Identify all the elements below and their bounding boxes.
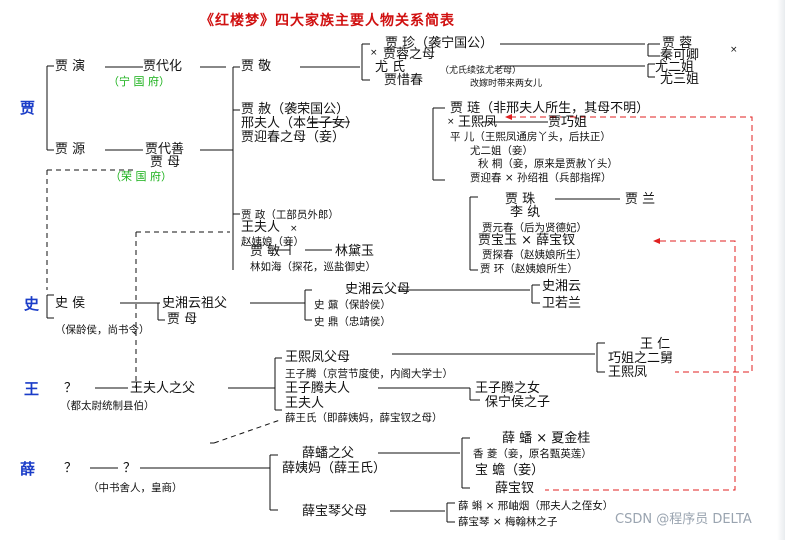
node-baoyu-baochai: 贾宝玉 × 薛宝钗 <box>478 233 576 248</box>
node-jia-yuanchun: 贾元春（后为贤德妃） <box>482 222 587 234</box>
node-xing-furen: 邢夫人（本生子女） <box>241 116 359 131</box>
node-jia-min: 贾 敏 <box>250 244 281 259</box>
node-you-shi: 尤 氏 <box>375 60 406 75</box>
node-baoning-son: 保宁侯之子 <box>485 395 551 410</box>
node-jia-yuan: 贾 源 <box>55 142 86 157</box>
marriage-mark: × <box>447 117 455 127</box>
node-xue-unknown-2: ？ <box>123 461 137 476</box>
node-jia-jing: 贾 敬 <box>241 59 272 74</box>
node-wang-furen-wang: 王夫人 <box>285 396 325 411</box>
node-shi-xiangyun: 史湘云 <box>542 279 582 294</box>
node-jia-mu: 贾 母 <box>150 155 181 170</box>
node-jia-yan: 贾 演 <box>55 59 86 74</box>
node-jia-lian: 贾 琏（非邢夫人所生，其母不明） <box>450 101 650 116</box>
node-wang-furen-father: 王夫人之父 <box>130 381 196 396</box>
node-xiang-ling: 香 菱（妾，原名甄英莲） <box>473 448 592 460</box>
node-xue-baochai: 薛宝钗 <box>495 481 535 496</box>
node-zhao-yiniang: 赵姨娘（妾） <box>241 236 304 248</box>
node-xue-yima: 薛姨妈（薛王氏） <box>282 461 387 476</box>
node-wang-furen: 王夫人 <box>241 220 281 235</box>
node-li-wan: 李 纨 <box>510 205 541 220</box>
node-wang-ziteng: 王子腾（京营节度使，内阁大学士） <box>285 368 453 380</box>
node-jia-qiaojie: 贾巧姐 <box>548 115 588 130</box>
marriage-mark: × <box>370 48 378 58</box>
watermark: CSDN @程序员 DELTA <box>615 512 752 527</box>
node-lin-daiyu: 林黛玉 <box>335 244 375 259</box>
node-jia-daihua: 贾代化 <box>143 59 183 74</box>
node-jia-xichun: 贾惜春 <box>384 73 424 88</box>
node-xiangyun-parents: 史湘云父母 <box>345 282 411 297</box>
node-shi-ding: 史 鼎（忠靖侯） <box>314 316 391 328</box>
clan-label-xue: 薛 <box>20 460 36 478</box>
node-jia-zhu: 贾 珠 <box>505 192 536 207</box>
node-jia-mu-shi: 贾 母 <box>167 312 198 327</box>
node-xue-unknown-1: ？ <box>64 461 78 476</box>
note-wang: （都太尉统制县伯） <box>60 400 155 412</box>
node-jia-lan: 贾 兰 <box>625 192 656 207</box>
node-xue-baoqin: 薛宝琴 × 梅翰林之子 <box>458 516 558 528</box>
node-qiaojie-uncle: 巧姐之二舅 <box>608 351 674 366</box>
node-wang-xifeng: 王熙凤 <box>458 115 498 130</box>
node-you-sanjie: 尤三姐 <box>660 72 700 87</box>
marriage-link-wangxifeng <box>510 116 753 373</box>
node-you-erjie-concubine: 尤二姐（妾） <box>470 145 533 157</box>
node-qiu-tong: 秋 桐（妾，原来是贾赦丫头） <box>478 158 618 170</box>
node-bao-chan: 宝 蟾（妾） <box>475 463 545 478</box>
node-shi-nai: 史 鼐（保龄侯） <box>314 299 391 311</box>
clan-label-wang: 王 <box>24 380 40 398</box>
node-xue-pan-father: 薛蟠之父 <box>302 446 355 461</box>
jia-root-bracket <box>46 65 54 151</box>
node-wang-xifeng-wang: 王熙凤 <box>608 365 648 380</box>
node-jia-daishan: 贾代善 <box>145 142 185 157</box>
note-xichun: 改嫁时带来两女儿 <box>470 79 543 89</box>
node-jia-rong: 贾 蓉 <box>662 36 693 51</box>
label-rongguo-fu: （荣 国 府） <box>110 170 172 183</box>
node-wang-ziteng-furen: 王子腾夫人 <box>285 381 351 396</box>
page-title: 《红楼梦》四大家族主要人物关系简表 <box>200 13 455 29</box>
node-wang-unknown: ？ <box>64 381 78 396</box>
node-yingchun-mother: 贾迎春之母（妾） <box>241 130 346 145</box>
node-xifeng-parents: 王熙凤父母 <box>285 350 351 365</box>
node-jia-rong-mother: 贾蓉之母 <box>383 47 436 62</box>
node-qin-keqing: 秦可卿 <box>660 48 700 63</box>
node-shi-hou: 史 侯 <box>55 296 86 311</box>
node-wang-ren: 王 仁 <box>640 337 671 352</box>
note-you-shi: （尤氏续弦尤老母） <box>440 66 522 76</box>
clan-label-shi: 史 <box>24 295 40 313</box>
node-baoqin-parents: 薛宝琴父母 <box>302 504 368 519</box>
note-xue: （中书舍人，皇商） <box>88 482 183 494</box>
node-ping-er: 平 儿（王熙凤通房丫头，后扶正） <box>450 131 611 143</box>
node-jia-zhen: 贾 珍（袭宁国公） <box>385 36 494 51</box>
node-jia-huan: 贾 环（赵姨娘所生） <box>480 263 578 275</box>
node-you-erjie: 尤二姐 <box>655 60 695 75</box>
node-wang-ziteng-daughter: 王子腾之女 <box>475 381 541 396</box>
node-xue-ke: 薛 蝌 × 邢岫烟（邢夫人之侄女） <box>458 500 614 512</box>
note-shi-hou: （保龄侯，尚书令） <box>55 324 150 336</box>
node-yingchun-sunshaozu: 贾迎春 × 孙绍祖（兵部指挥） <box>470 172 612 184</box>
node-lin-ruhai: 林如海（探花，巡盐御史） <box>250 261 376 273</box>
node-jia-tanchun: 贾探春（赵姨娘所生） <box>482 249 587 261</box>
node-xiangyun-grandfather: 史湘云祖父 <box>162 296 228 311</box>
label-ningguo-fu: （宁 国 府） <box>108 75 170 88</box>
marriage-mark: × <box>730 45 738 55</box>
node-jia-she: 贾 赦（袭荣国公） <box>241 102 350 117</box>
node-xue-pan: 薛 蟠 × 夏金桂 <box>502 431 591 446</box>
clan-label-jia: 贾 <box>20 99 36 117</box>
marriage-mark: × <box>290 224 298 234</box>
node-wei-ruolan: 卫若兰 <box>542 296 582 311</box>
page-edge-shadow <box>777 0 785 540</box>
node-jia-zheng: 贾 政（工部员外郎） <box>241 209 339 221</box>
node-xue-wang-shi: 薛王氏（即薛姨妈，薛宝钗之母） <box>285 412 443 424</box>
